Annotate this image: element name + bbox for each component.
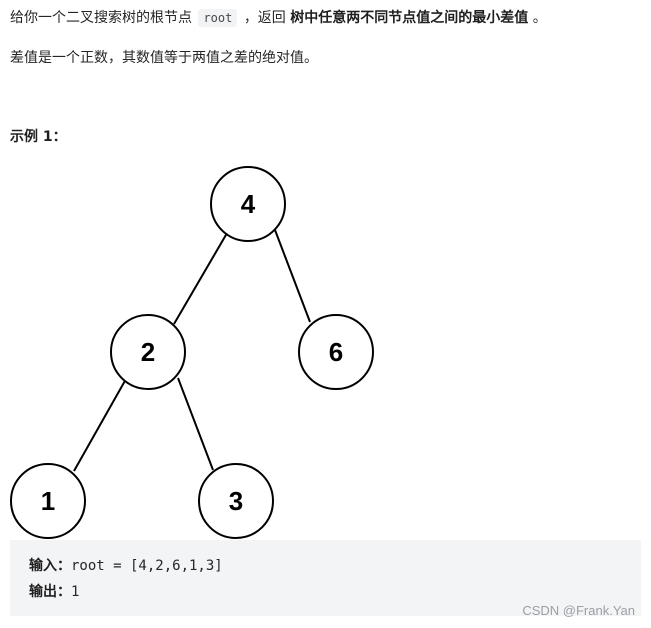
input-line: 输入：root = [4,2,6,1,3] [29, 556, 223, 576]
tree-node-root: 4 [210, 166, 286, 242]
problem-statement-line2: 差值是一个正数，其数值等于两值之差的绝对值。 [10, 50, 318, 66]
edge-4-6 [274, 229, 311, 323]
node-label: 3 [229, 486, 243, 516]
problem-statement-line1: 给你一个二叉搜索树的根节点 root ，返回 树中任意两不同节点值之间的最小差值… [10, 7, 547, 29]
node-label: 2 [141, 337, 155, 367]
input-label: 输入： [29, 558, 71, 574]
node-label: 4 [241, 189, 256, 219]
tree-node-left-right: 3 [198, 463, 274, 539]
node-label: 6 [329, 337, 343, 367]
example-title: 示例 1： [10, 129, 67, 145]
output-value: 1 [71, 584, 80, 600]
edge-2-3 [177, 377, 214, 471]
output-line: 输出：1 [29, 582, 79, 602]
node-label: 1 [41, 486, 55, 516]
statement-suffix: 。 [532, 10, 547, 26]
statement-prefix: 给你一个二叉搜索树的根节点 [10, 10, 192, 26]
output-label: 输出： [29, 584, 71, 600]
tree-node-left: 2 [110, 314, 186, 390]
example-io-block: 输入：root = [4,2,6,1,3] 输出：1 [10, 540, 641, 616]
edge-4-2 [173, 227, 231, 325]
input-value: root = [4,2,6,1,3] [71, 558, 223, 574]
tree-node-left-left: 1 [10, 463, 86, 539]
statement-emphasis: 树中任意两不同节点值之间的最小差值 [290, 10, 529, 26]
inline-code-root: root [198, 9, 238, 27]
watermark: CSDN @Frank.Yan [522, 603, 635, 618]
binary-tree-diagram: 4 2 6 1 3 [10, 166, 374, 539]
statement-mid: ，返回 [243, 10, 286, 26]
tree-node-right: 6 [298, 314, 374, 390]
edge-2-1 [73, 378, 127, 472]
